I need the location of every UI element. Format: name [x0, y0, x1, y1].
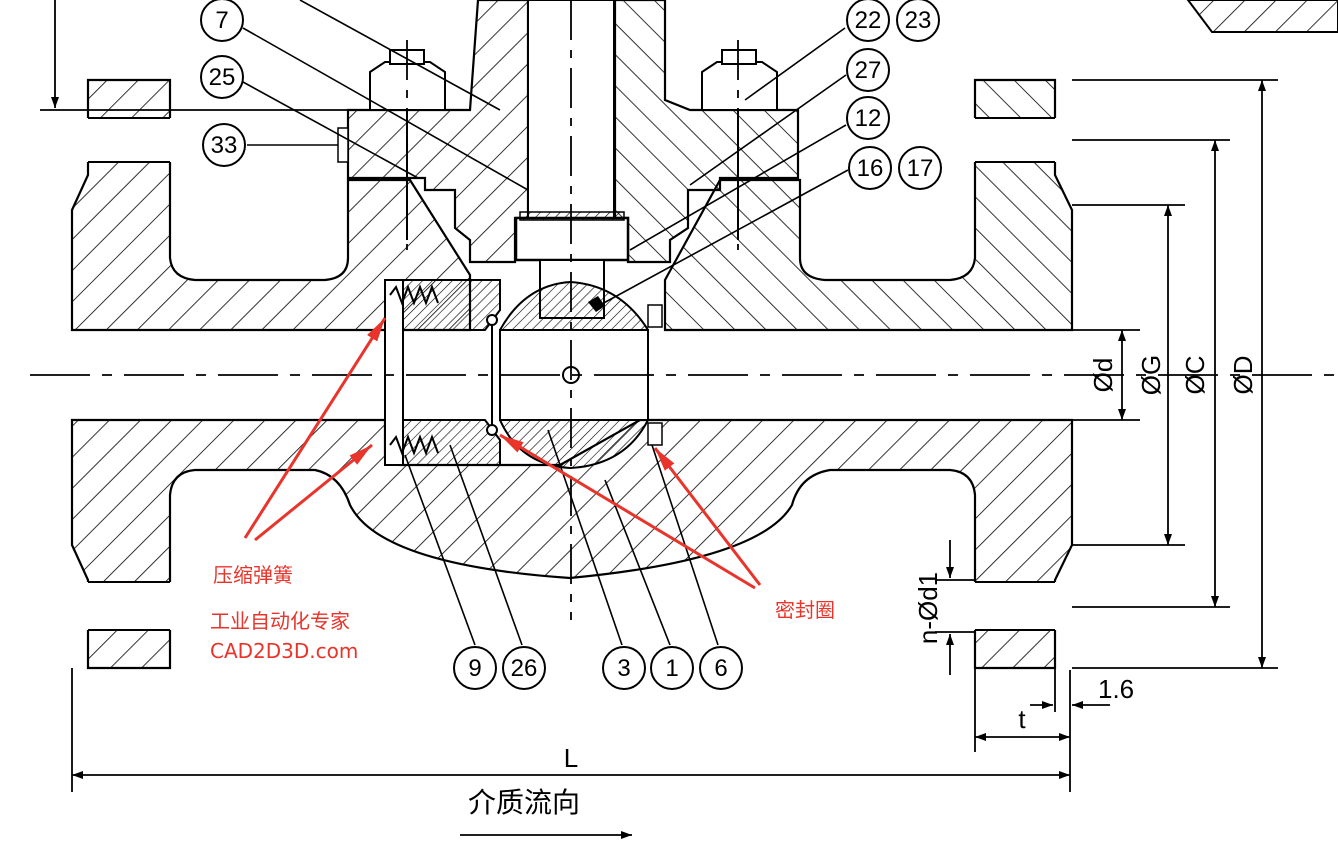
- partial-handwheel-view: [1186, 0, 1338, 33]
- balloon-16: 16: [848, 146, 892, 190]
- watermark-line2: CAD2D3D.com: [210, 639, 358, 663]
- valve-body: [70, 78, 1074, 670]
- dimension-lines: [40, 0, 1278, 839]
- balloon-26: 26: [502, 646, 546, 690]
- seat-assembly: [384, 279, 663, 466]
- svg-text:9: 9: [468, 655, 481, 682]
- svg-text:16: 16: [857, 155, 884, 182]
- leader-lines: [242, 0, 849, 646]
- balloon-17: 17: [898, 146, 942, 190]
- text-annotations: 压缩弹簧 密封圈 工业自动化专家 CAD2D3D.com 介质流向: [210, 563, 835, 819]
- dim-t-label: t: [1018, 704, 1026, 734]
- part-balloons: 7 22 23 27 25 12 33 16 17 9 26 3 1 6: [200, 0, 942, 690]
- svg-text:27: 27: [855, 57, 882, 84]
- svg-text:3: 3: [617, 655, 630, 682]
- balloon-25: 25: [200, 55, 244, 99]
- svg-text:23: 23: [905, 7, 932, 34]
- balloon-7: 7: [200, 0, 244, 42]
- svg-text:26: 26: [511, 655, 538, 682]
- balloon-9: 9: [453, 646, 497, 690]
- dim-gap-label: 1.6: [1098, 674, 1134, 704]
- balloon-27: 27: [846, 48, 890, 92]
- dim-D-label: ØD: [1228, 356, 1258, 395]
- dim-bolt-holes-label: n-Ød1: [913, 572, 943, 644]
- dim-L-label: L: [564, 743, 578, 773]
- svg-text:25: 25: [209, 64, 236, 91]
- annotation-arrows: [243, 317, 762, 590]
- svg-text:33: 33: [211, 132, 238, 159]
- balloon-1: 1: [650, 646, 694, 690]
- dim-C-label: ØC: [1180, 356, 1210, 395]
- dim-G-label: ØG: [1136, 355, 1166, 395]
- balloon-22: 22: [846, 0, 890, 42]
- svg-text:22: 22: [855, 7, 882, 34]
- balloon-33: 33: [202, 123, 246, 167]
- dim-d-label: Ød: [1088, 358, 1118, 393]
- watermark-line1: 工业自动化专家: [210, 609, 350, 633]
- flow-direction-label: 介质流向: [468, 786, 580, 819]
- spring-annotation: 压缩弹簧: [213, 563, 293, 587]
- svg-text:17: 17: [907, 155, 934, 182]
- bonnet-bolts: [337, 49, 778, 240]
- stem: [514, 0, 630, 319]
- balloon-3: 3: [602, 646, 646, 690]
- balloon-6: 6: [699, 646, 743, 690]
- svg-text:7: 7: [215, 7, 228, 34]
- svg-text:12: 12: [855, 105, 882, 132]
- svg-text:1: 1: [665, 655, 678, 682]
- bonnet: [346, 0, 800, 264]
- balloon-12: 12: [846, 96, 890, 140]
- dimension-labels: Ød ØG ØC ØD n-Ød1 L t 1.6: [564, 355, 1258, 773]
- svg-text:6: 6: [714, 655, 727, 682]
- balloon-23: 23: [896, 0, 940, 42]
- seal-annotation: 密封圈: [775, 598, 835, 622]
